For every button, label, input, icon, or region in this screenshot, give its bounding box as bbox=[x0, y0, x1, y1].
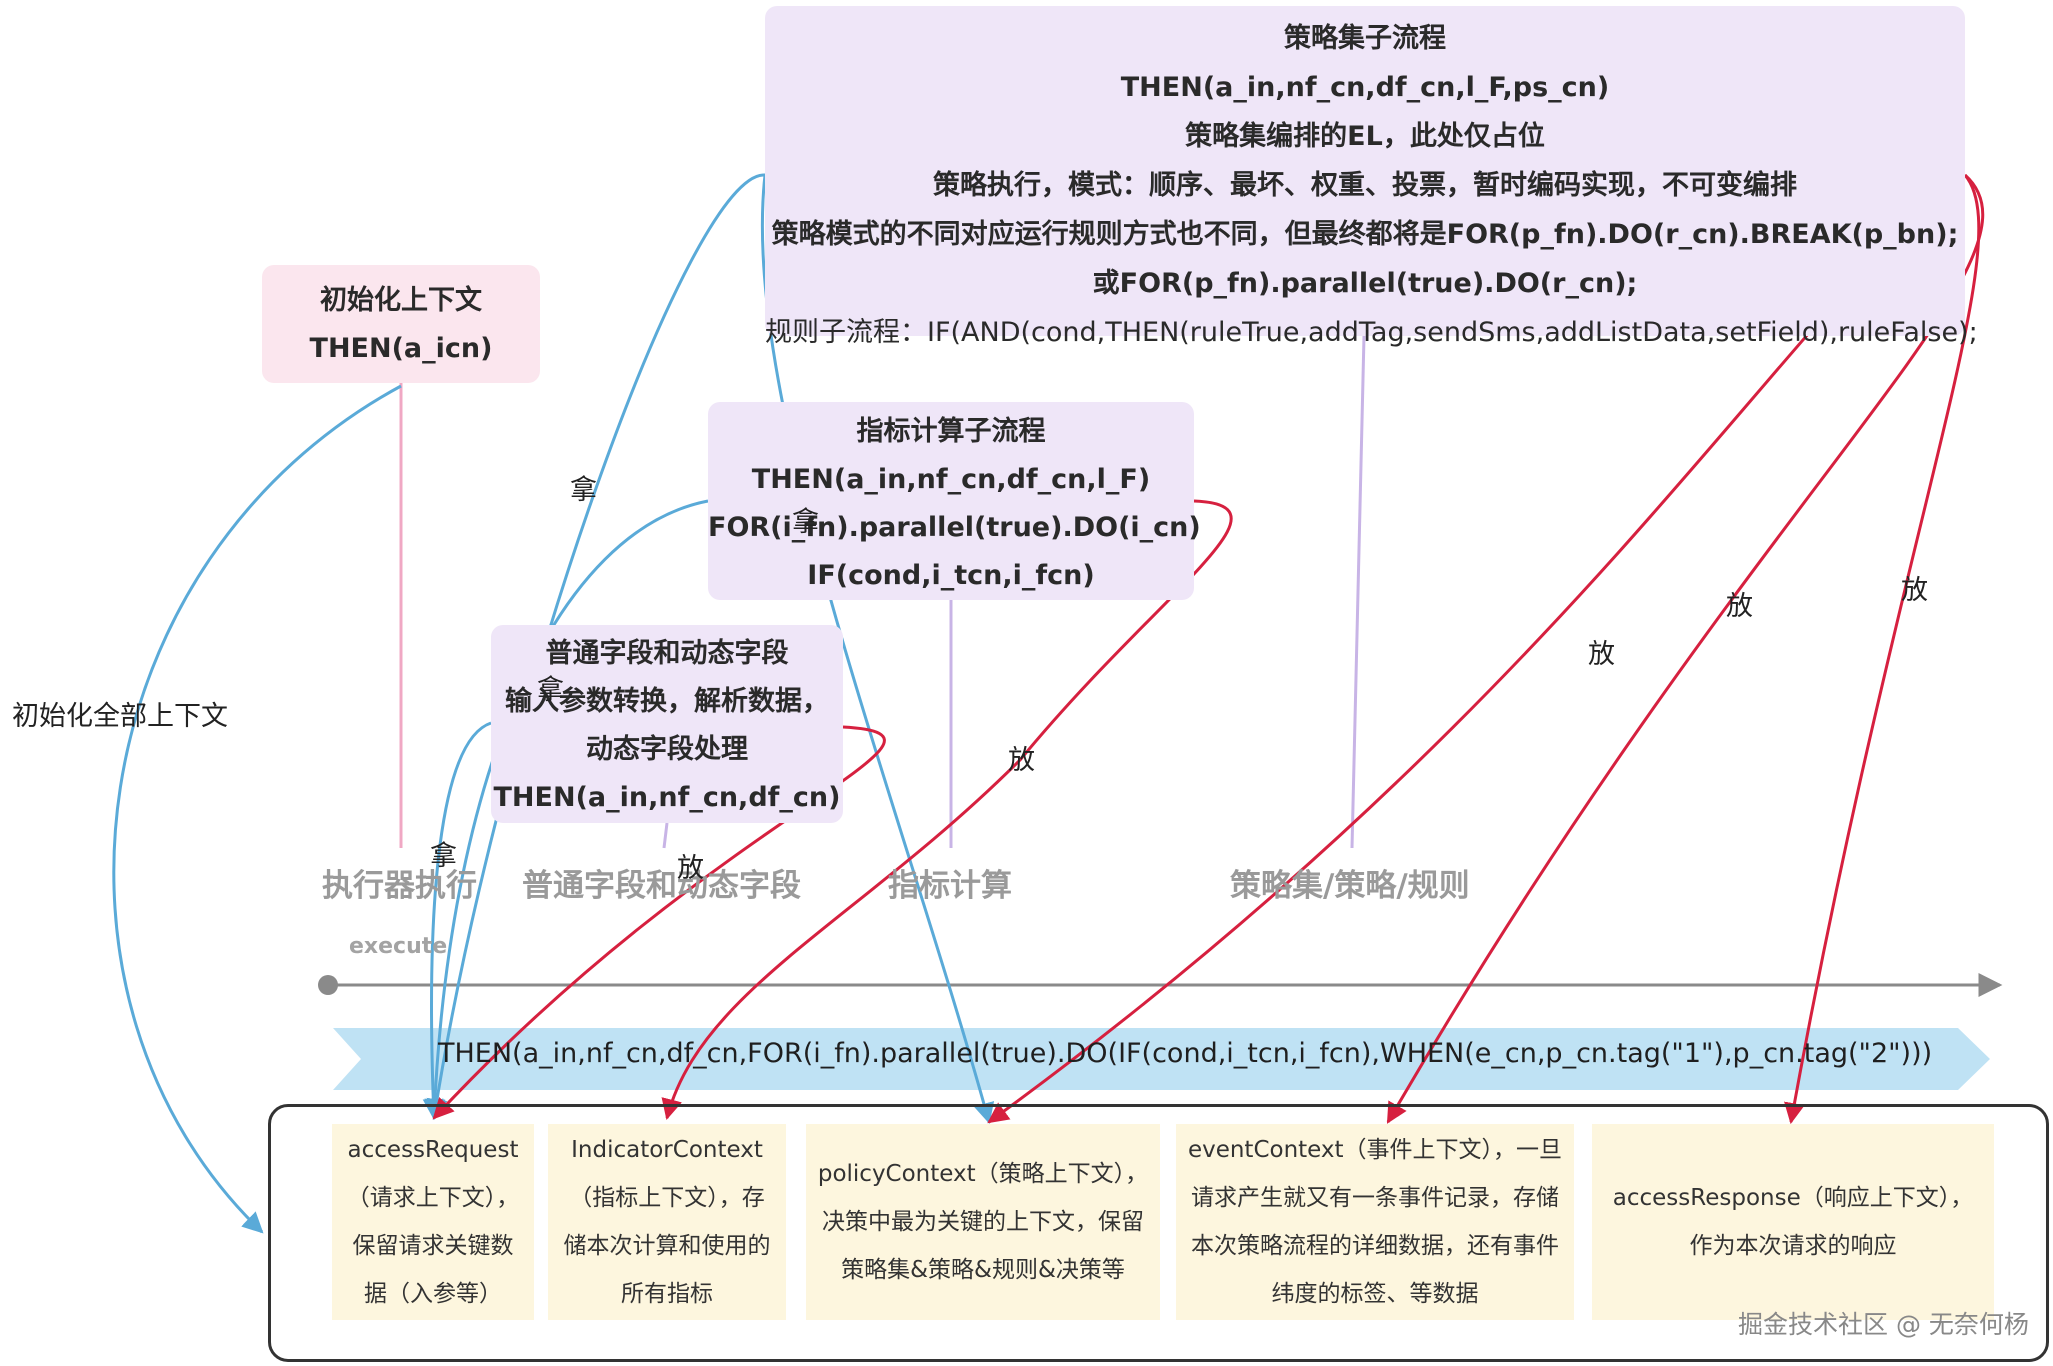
field-box-title: 普通字段和动态字段 bbox=[545, 638, 789, 669]
init-box-title: 初始化上下文 bbox=[320, 285, 482, 316]
init-context-box: 初始化上下文 THEN(a_icn) bbox=[262, 265, 540, 383]
indicator-context-line-2: （指标上下文），存 bbox=[569, 1185, 765, 1211]
flow-banner bbox=[333, 1028, 1990, 1090]
watermark: 掘金技术社区 @ 无奈何杨 bbox=[1738, 1310, 2029, 1339]
policy-subflow-box: 策略集子流程 THEN(a_in,nf_cn,df_cn,l_F,ps_cn) … bbox=[765, 6, 1978, 348]
indicator-context-line-4: 所有指标 bbox=[621, 1281, 713, 1307]
access-response-line-2: 作为本次请求的响应 bbox=[1689, 1233, 1897, 1259]
put-label-response: 放 bbox=[1901, 575, 1928, 606]
policy-context-line-2: 决策中最为关键的上下文，保留 bbox=[822, 1209, 1144, 1235]
put-arrow-indicator-context bbox=[661, 499, 1233, 1121]
indicator-box-then: THEN(a_in,nf_cn,df_cn,l_F) bbox=[751, 464, 1151, 495]
timeline-label: execute bbox=[349, 934, 448, 959]
event-context-line-3: 本次策略流程的详细数据，还有事件 bbox=[1191, 1233, 1559, 1259]
put-arrow-access-response bbox=[1784, 174, 1981, 1125]
policy-box-then: THEN(a_in,nf_cn,df_cn,l_F,ps_cn) bbox=[1120, 72, 1610, 103]
take-label-field: 拿 bbox=[537, 675, 564, 706]
policy-box-rule-flow: 规则子流程：IF(AND(cond,THEN(ruleTrue,addTag,s… bbox=[765, 317, 1978, 348]
policy-box-modes: 策略执行，模式：顺序、最坏、权重、投票，暂时编码实现，不可变编排 bbox=[933, 170, 1797, 201]
event-context-line-2: 请求产生就又有一条事件记录，存储 bbox=[1191, 1185, 1559, 1211]
policy-stage-connector bbox=[1350, 335, 1366, 849]
indicator-box-title: 指标计算子流程 bbox=[856, 416, 1046, 447]
take-label-indicator: 拿 bbox=[792, 507, 819, 538]
put-label-event: 放 bbox=[1726, 591, 1753, 622]
put-label-field: 放 bbox=[677, 853, 704, 884]
policy-context-line-1: policyContext（策略上下文）， bbox=[817, 1161, 1149, 1187]
field-stage-connector bbox=[662, 822, 669, 849]
put-arrow-event-context bbox=[1386, 173, 1985, 1124]
init-all-contexts-arrow bbox=[112, 384, 402, 1234]
take-arrow-field bbox=[422, 721, 492, 1121]
event-context-line-1: eventContext（事件上下文），一旦 bbox=[1187, 1137, 1563, 1163]
policy-box-for-parallel: 或FOR(p_fn).parallel(true).DO(r_cn); bbox=[1092, 268, 1638, 299]
put-label-indicator: 放 bbox=[1008, 745, 1035, 776]
access-request-line-2: （请求上下文）， bbox=[346, 1185, 520, 1211]
access-response-line-1: accessResponse（响应上下文）， bbox=[1612, 1185, 1974, 1211]
event-context: eventContext（事件上下文），一旦 请求产生就又有一条事件记录，存储 … bbox=[1176, 1124, 1574, 1320]
access-request-line-3: 保留请求关键数 bbox=[352, 1233, 514, 1259]
take-arrow-policy bbox=[426, 173, 766, 1121]
indicator-subflow-box: 指标计算子流程 THEN(a_in,nf_cn,df_cn,l_F) FOR(i… bbox=[708, 402, 1201, 600]
access-request-line-1: accessRequest bbox=[347, 1137, 519, 1163]
access-response-context: accessResponse（响应上下文）， 作为本次请求的响应 bbox=[1592, 1124, 1994, 1320]
stage-policy: 策略集/策略/规则 bbox=[1230, 868, 1470, 904]
stage-indicator: 指标计算 bbox=[888, 868, 1012, 904]
context-frame bbox=[268, 1104, 2049, 1362]
policy-context-line-3: 策略集&策略&规则&决策等 bbox=[841, 1257, 1125, 1283]
indicator-context-line-1: IndicatorContext bbox=[571, 1137, 763, 1163]
indicator-context: IndicatorContext （指标上下文），存 储本次计算和使用的 所有指… bbox=[548, 1124, 786, 1320]
init-box-then: THEN(a_icn) bbox=[309, 333, 493, 364]
init-all-label: 初始化全部上下文 bbox=[12, 701, 228, 732]
field-box-then: THEN(a_in,nf_cn,df_cn) bbox=[493, 782, 841, 813]
take-label-policy: 拿 bbox=[570, 475, 597, 506]
timeline-start-dot bbox=[318, 975, 338, 995]
access-request-context: accessRequest （请求上下文）， 保留请求关键数 据（入参等） bbox=[332, 1124, 534, 1320]
indicator-context-line-3: 储本次计算和使用的 bbox=[563, 1233, 771, 1259]
take-label-executor: 拿 bbox=[430, 841, 457, 872]
policy-box-title: 策略集子流程 bbox=[1284, 23, 1446, 54]
field-subflow-box: 普通字段和动态字段 输入参数转换，解析数据， 动态字段处理 THEN(a_in,… bbox=[491, 625, 843, 823]
indicator-box-if: IF(cond,i_tcn,i_fcn) bbox=[807, 560, 1095, 591]
field-box-dynamic: 动态字段处理 bbox=[586, 734, 748, 765]
stage-field: 普通字段和动态字段 bbox=[522, 868, 801, 904]
put-label-policy: 放 bbox=[1588, 639, 1615, 670]
flow-banner-text: THEN(a_in,nf_cn,df_cn,FOR(i_fn).parallel… bbox=[438, 1038, 1933, 1069]
access-request-line-4: 据（入参等） bbox=[364, 1281, 502, 1307]
policy-box-el-note: 策略集编排的EL，此处仅占位 bbox=[1185, 121, 1545, 152]
stage-executor: 执行器执行 bbox=[322, 868, 477, 904]
policy-box-for-break: 策略模式的不同对应运行规则方式也不同，但最终都将是FOR(p_fn).DO(r_… bbox=[771, 219, 1959, 250]
event-context-line-4: 纬度的标签、等数据 bbox=[1271, 1281, 1479, 1307]
field-box-convert: 输入参数转换，解析数据， bbox=[505, 686, 829, 717]
policy-context: policyContext（策略上下文）， 决策中最为关键的上下文，保留 策略集… bbox=[806, 1124, 1160, 1320]
indicator-box-for: FOR(i_fn).parallel(true).DO(i_cn) bbox=[708, 512, 1201, 543]
